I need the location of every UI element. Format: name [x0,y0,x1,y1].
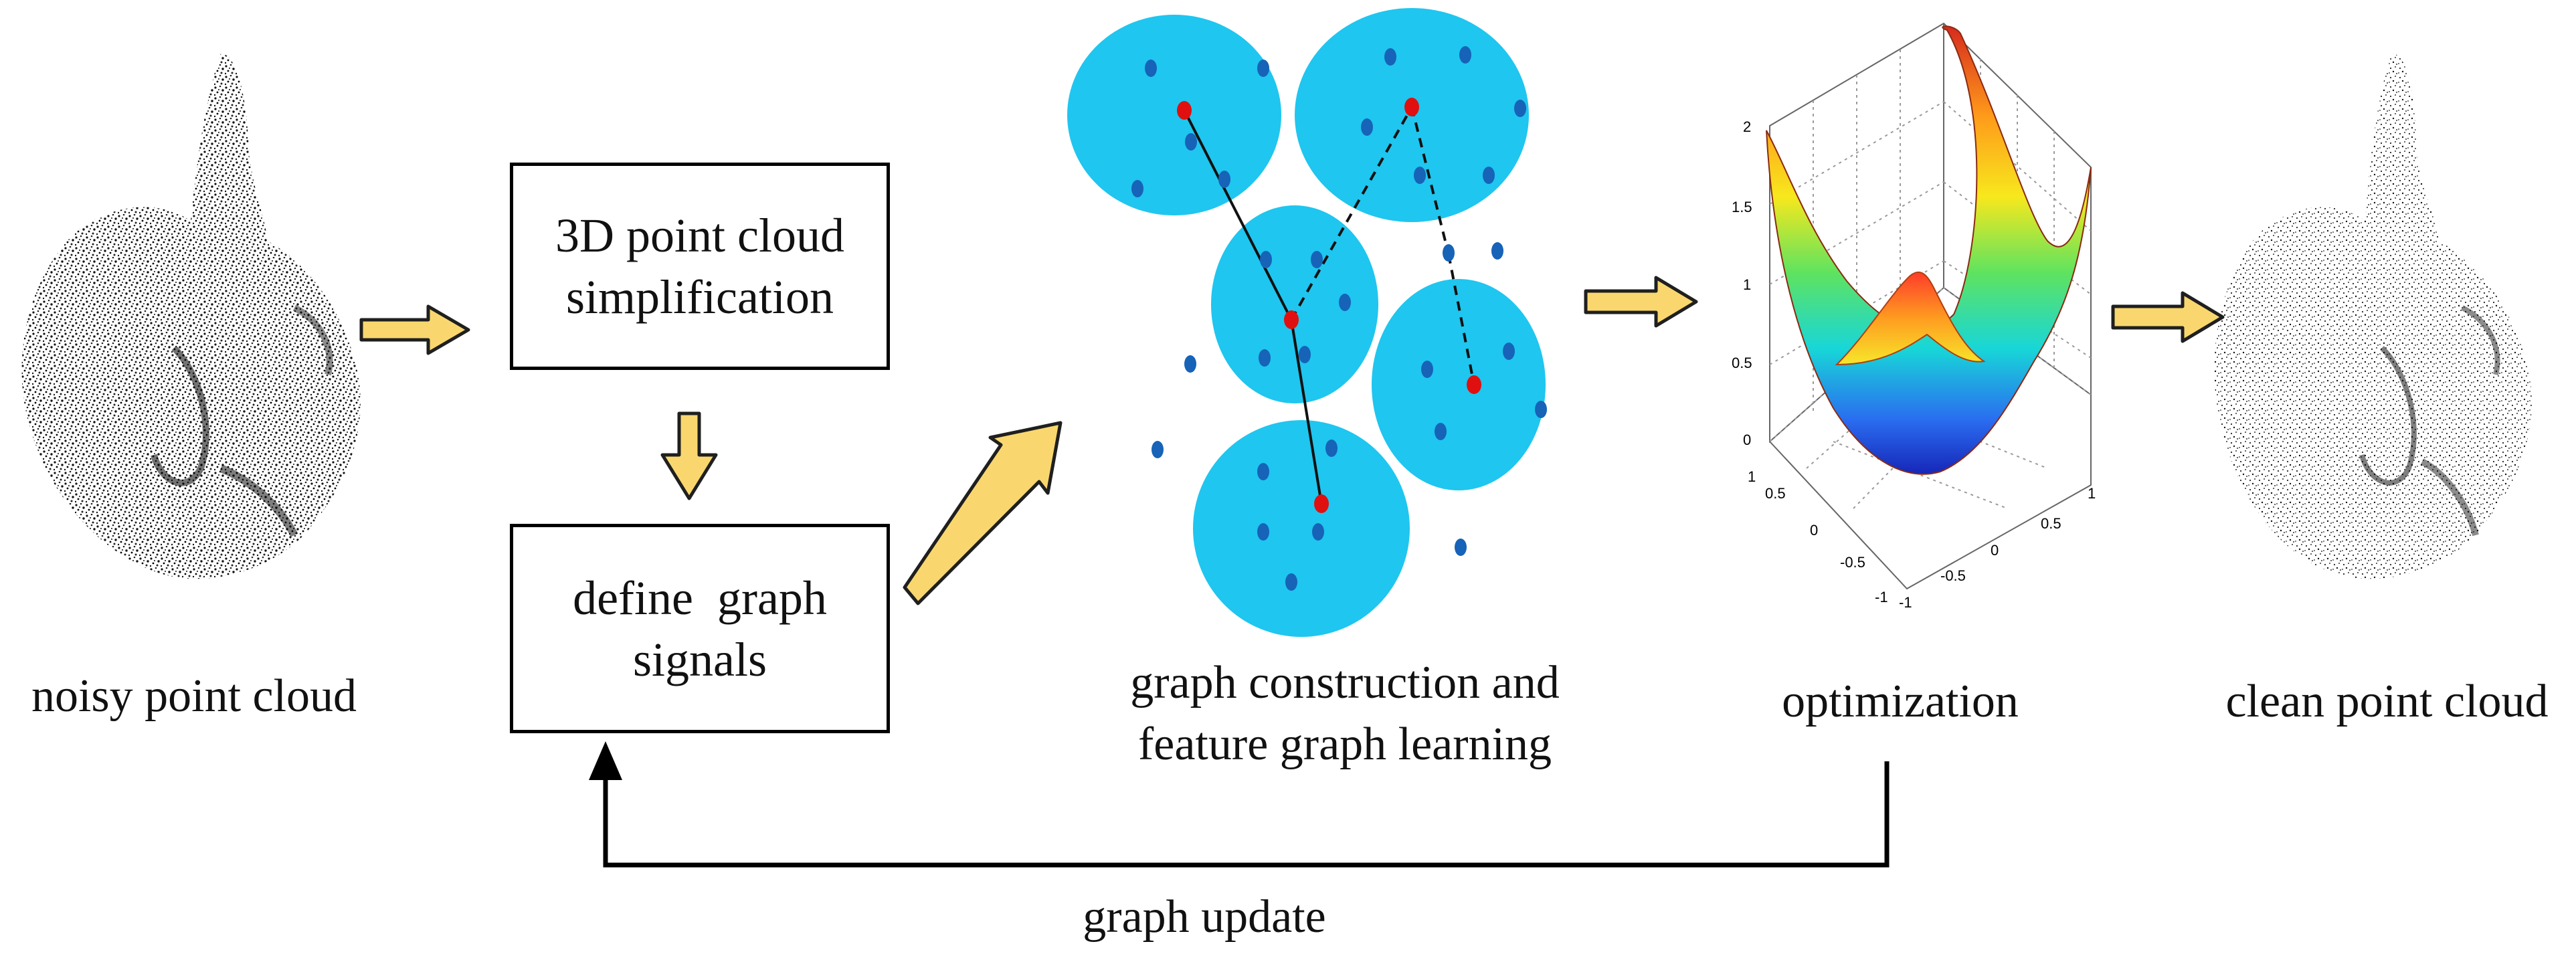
caption-optimization: optimization [1782,676,2019,727]
clean-head-point-cloud-icon [2214,54,2532,579]
svg-text:1: 1 [1748,468,1756,485]
svg-text:0: 0 [1991,542,1999,559]
graph-signals-line-2: signals [632,632,767,686]
svg-text:-1: -1 [1875,589,1888,605]
red-node-2 [1404,98,1419,116]
graph-nodes [1131,46,1547,591]
svg-text:-0.5: -0.5 [1940,567,1966,584]
simplification-line-2: simplification [566,270,834,324]
graph-clusters [1067,8,1546,637]
graph-update-feedback-arrow [589,741,1890,868]
arrow-noisy-to-simplification [359,304,470,355]
caption-graph-learning-line-1: graph construction and [1130,657,1560,708]
cluster-3 [1211,205,1378,403]
svg-text:1.5: 1.5 [1732,199,1752,215]
svg-text:1: 1 [1743,276,1751,293]
red-node-1 [1177,101,1192,120]
arrow-graph-to-optimization [1584,276,1698,328]
simplification-box: 3D point cloud simplification [510,163,890,370]
graph-signals-line-1: define graph [573,571,827,625]
svg-text:0.5: 0.5 [1732,355,1752,371]
svg-text:1: 1 [2088,485,2096,502]
cluster-4 [1372,279,1546,490]
simplification-line-1: 3D point cloud [555,209,844,262]
caption-noisy-point-cloud: noisy point cloud [31,670,357,722]
red-node-5 [1314,494,1329,513]
cluster-1 [1067,15,1281,215]
graph-signals-box: define graph signals [510,524,890,733]
red-node-3 [1284,310,1299,329]
noisy-head-point-cloud-icon [21,54,361,579]
surface-plot-icon: 2 1.5 1 0.5 0 1 0.5 0 -0.5 -1 1 0.5 0 -0… [1732,22,2096,611]
caption-clean-point-cloud: clean point cloud [2225,676,2549,727]
red-node-4 [1467,375,1481,394]
svg-text:2: 2 [1743,118,1751,135]
svg-text:0.5: 0.5 [1765,485,1786,502]
svg-text:-0.5: -0.5 [1840,554,1865,571]
arrow-optimization-to-clean [2111,291,2225,343]
svg-text:0: 0 [1743,432,1751,448]
svg-text:-1: -1 [1899,594,1912,611]
caption-graph-update: graph update [1083,891,1326,943]
arrow-signals-to-graph [903,421,1063,605]
cluster-5 [1193,420,1410,637]
svg-text:0.5: 0.5 [2041,515,2061,532]
caption-graph-learning: graph construction and feature graph lea… [1091,652,1599,775]
caption-graph-learning-line-2: feature graph learning [1137,719,1552,770]
arrow-simplification-to-signals [660,411,718,500]
svg-text:0: 0 [1810,522,1818,539]
graph-edges [1183,106,1475,504]
